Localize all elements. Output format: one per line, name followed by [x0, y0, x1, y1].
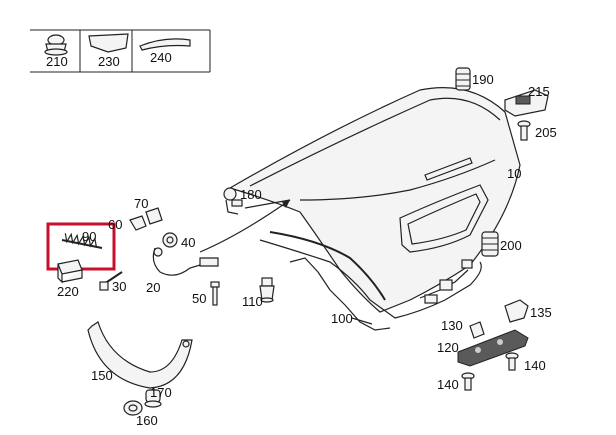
- label-140b: 140: [437, 377, 459, 392]
- clip-60-icon: [129, 215, 147, 231]
- label-135: 135: [530, 305, 552, 320]
- cap-strip-icon: [88, 33, 129, 53]
- latch-plate-icon: [504, 89, 549, 117]
- rubber-plug-icon: [44, 34, 68, 56]
- trunk-lid-top-edge: [249, 97, 501, 187]
- label-20: 20: [146, 280, 160, 295]
- trunk-lid-crease: [299, 159, 496, 201]
- trunk-lid-assembly: [228, 87, 521, 331]
- label-70: 70: [134, 196, 148, 211]
- label-160: 160: [136, 413, 158, 428]
- lock-cylinder-link: [244, 199, 291, 209]
- bumper-stop-160-icon: [144, 389, 162, 408]
- label-100: 100: [331, 311, 353, 326]
- cable-arrow-line: [199, 199, 291, 253]
- bolt-140a-icon: [505, 352, 519, 371]
- label-90: 90: [82, 229, 96, 244]
- label-170: 170: [150, 385, 172, 400]
- highlight-frame: [46, 222, 116, 271]
- release-cable-20: [152, 247, 211, 276]
- trunk-lid-inner-frame: [259, 239, 482, 319]
- buffer-spring-icon: [455, 67, 471, 91]
- label-30: 30: [112, 279, 126, 294]
- clip-135-icon: [504, 299, 529, 323]
- label-220: 220: [57, 284, 79, 299]
- label-130: 130: [441, 318, 463, 333]
- parts-inset-box: [30, 29, 211, 73]
- label-230: 230: [98, 54, 120, 69]
- plate-130-icon: [469, 321, 485, 339]
- clip-70-icon: [145, 207, 163, 225]
- label-40: 40: [181, 235, 195, 250]
- label-60: 60: [108, 217, 122, 232]
- license-plate-recess: [399, 184, 489, 253]
- label-140a: 140: [524, 358, 546, 373]
- label-120: 120: [437, 340, 459, 355]
- bolt-140b-icon: [461, 372, 475, 391]
- bolt-50-icon: [210, 281, 220, 306]
- label-110: 110: [242, 294, 263, 309]
- label-210: 210: [46, 54, 68, 69]
- hook-180-icon: [223, 187, 243, 215]
- label-200: 200: [500, 238, 522, 253]
- bolt-30-icon: [99, 271, 123, 291]
- label-190: 190: [472, 72, 494, 87]
- bumper-stop-170-icon: [123, 400, 143, 416]
- label-205: 205: [535, 125, 557, 140]
- buffer-200-icon: [481, 231, 499, 257]
- label-150: 150: [91, 368, 113, 383]
- seal-strip-icon: [139, 38, 191, 51]
- grommet-40-icon: [162, 232, 178, 248]
- spring-90-icon: [61, 232, 103, 249]
- connector-110-icon: [259, 277, 275, 303]
- label-10: 10: [507, 166, 521, 181]
- label-50: 50: [192, 291, 206, 306]
- brake-light-slot: [424, 157, 473, 181]
- latch-lock-120-icon: [457, 329, 529, 367]
- bracket-150-icon: [87, 321, 193, 389]
- label-180: 180: [240, 187, 262, 202]
- block-220-icon: [57, 259, 83, 284]
- label-215: 215: [528, 84, 550, 99]
- screw-205-icon: [517, 120, 531, 141]
- trim-panel-100: [351, 317, 373, 325]
- label-240: 240: [150, 50, 172, 65]
